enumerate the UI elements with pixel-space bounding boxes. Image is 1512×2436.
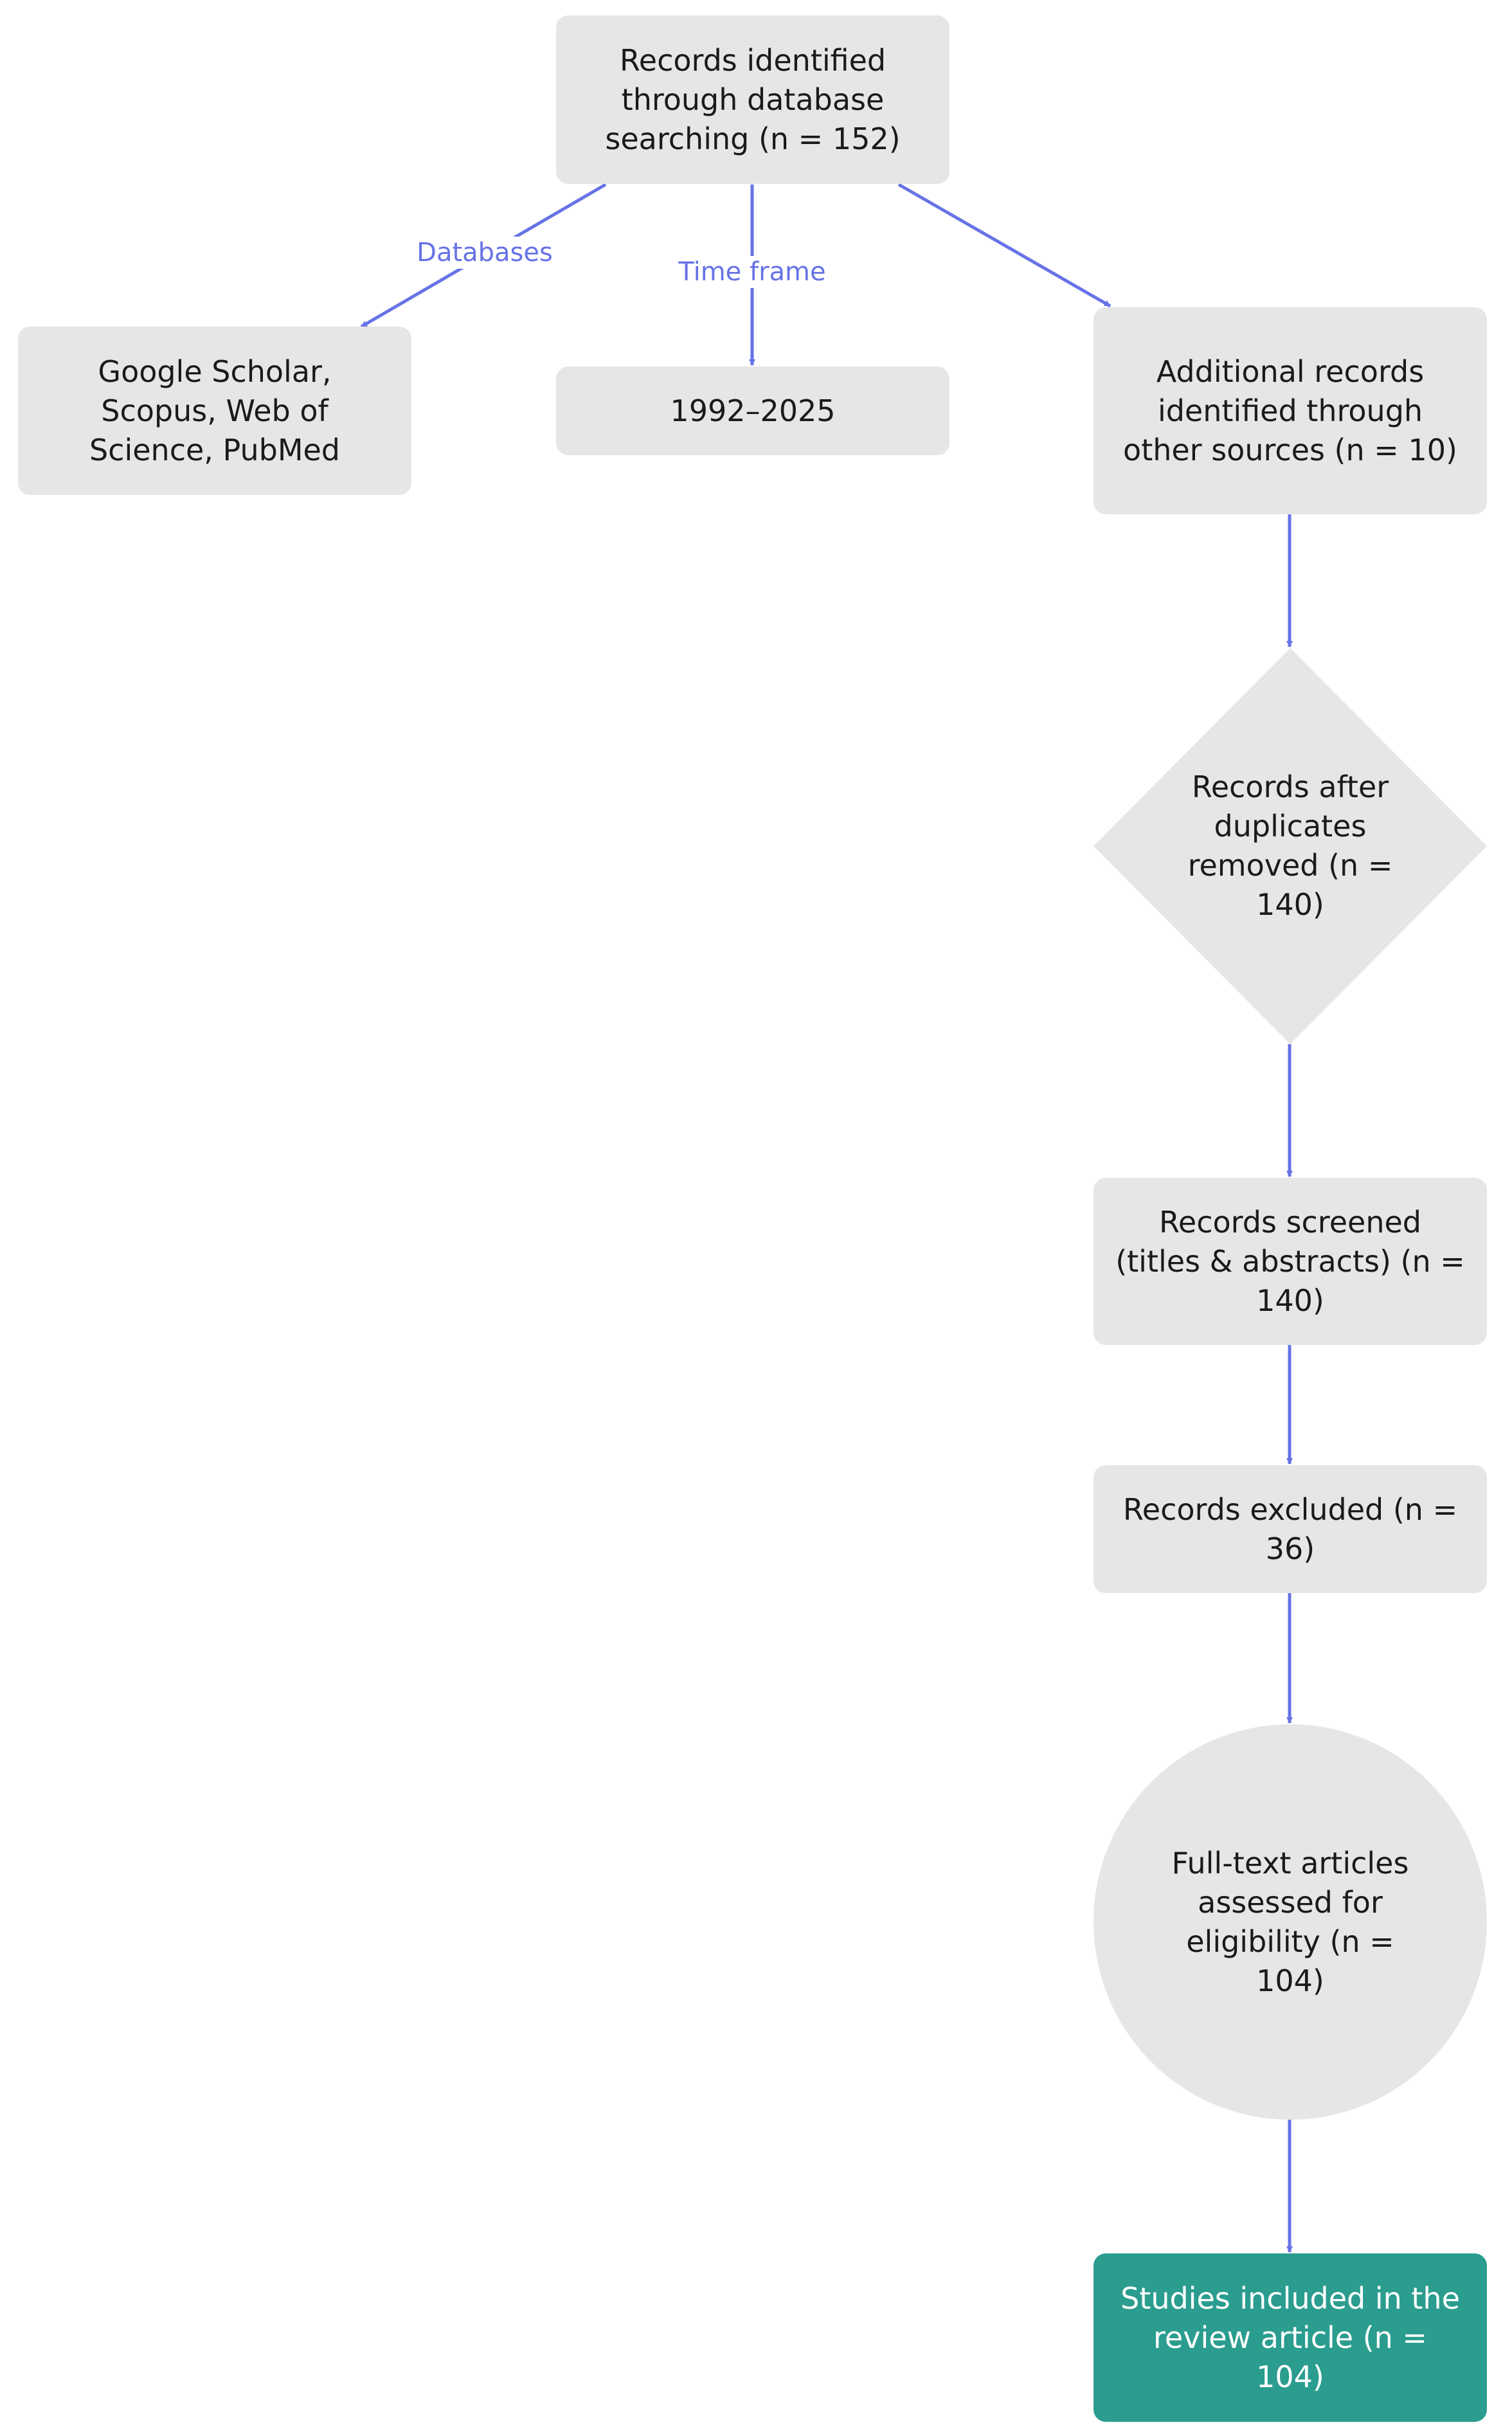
edge-identified-to-additional xyxy=(897,183,1112,308)
node-records-excluded-text: Records excluded (n = 36) xyxy=(1122,1492,1458,1566)
node-databases-text: Google Scholar, Scopus, Web of Science, … xyxy=(89,354,341,467)
node-studies-included: Studies included in the review article (… xyxy=(1094,2253,1487,2422)
node-full-text-assessed-text: Full-text articles assessed for eligibil… xyxy=(1171,1845,1409,1998)
diamond-shape xyxy=(1094,648,1487,1044)
node-time-frame-text: 1992–2025 xyxy=(670,393,836,428)
node-records-screened: Records screened (titles & abstracts) (n… xyxy=(1094,1178,1487,1345)
node-records-excluded: Records excluded (n = 36) xyxy=(1094,1465,1487,1593)
node-records-after-duplicates: Records after duplicates removed (n = 14… xyxy=(1094,648,1487,1044)
node-additional-records: Additional records identified through ot… xyxy=(1094,307,1487,514)
node-full-text-assessed: Full-text articles assessed for eligibil… xyxy=(1094,1724,1487,2120)
node-additional-records-text: Additional records identified through ot… xyxy=(1123,354,1457,467)
edge-label-time-frame: Time frame xyxy=(673,256,831,288)
edge-label-databases: Databases xyxy=(411,237,558,269)
node-records-after-duplicates-text: Records after duplicates removed (n = 14… xyxy=(1187,770,1393,922)
node-records-identified-text: Records identified through database sear… xyxy=(605,42,901,156)
node-records-identified: Records identified through database sear… xyxy=(556,15,950,184)
node-studies-included-text: Studies included in the review article (… xyxy=(1120,2280,1460,2394)
node-records-screened-text: Records screened (titles & abstracts) (n… xyxy=(1115,1204,1465,1318)
node-databases: Google Scholar, Scopus, Web of Science, … xyxy=(18,327,411,495)
node-time-frame: 1992–2025 xyxy=(556,366,950,455)
